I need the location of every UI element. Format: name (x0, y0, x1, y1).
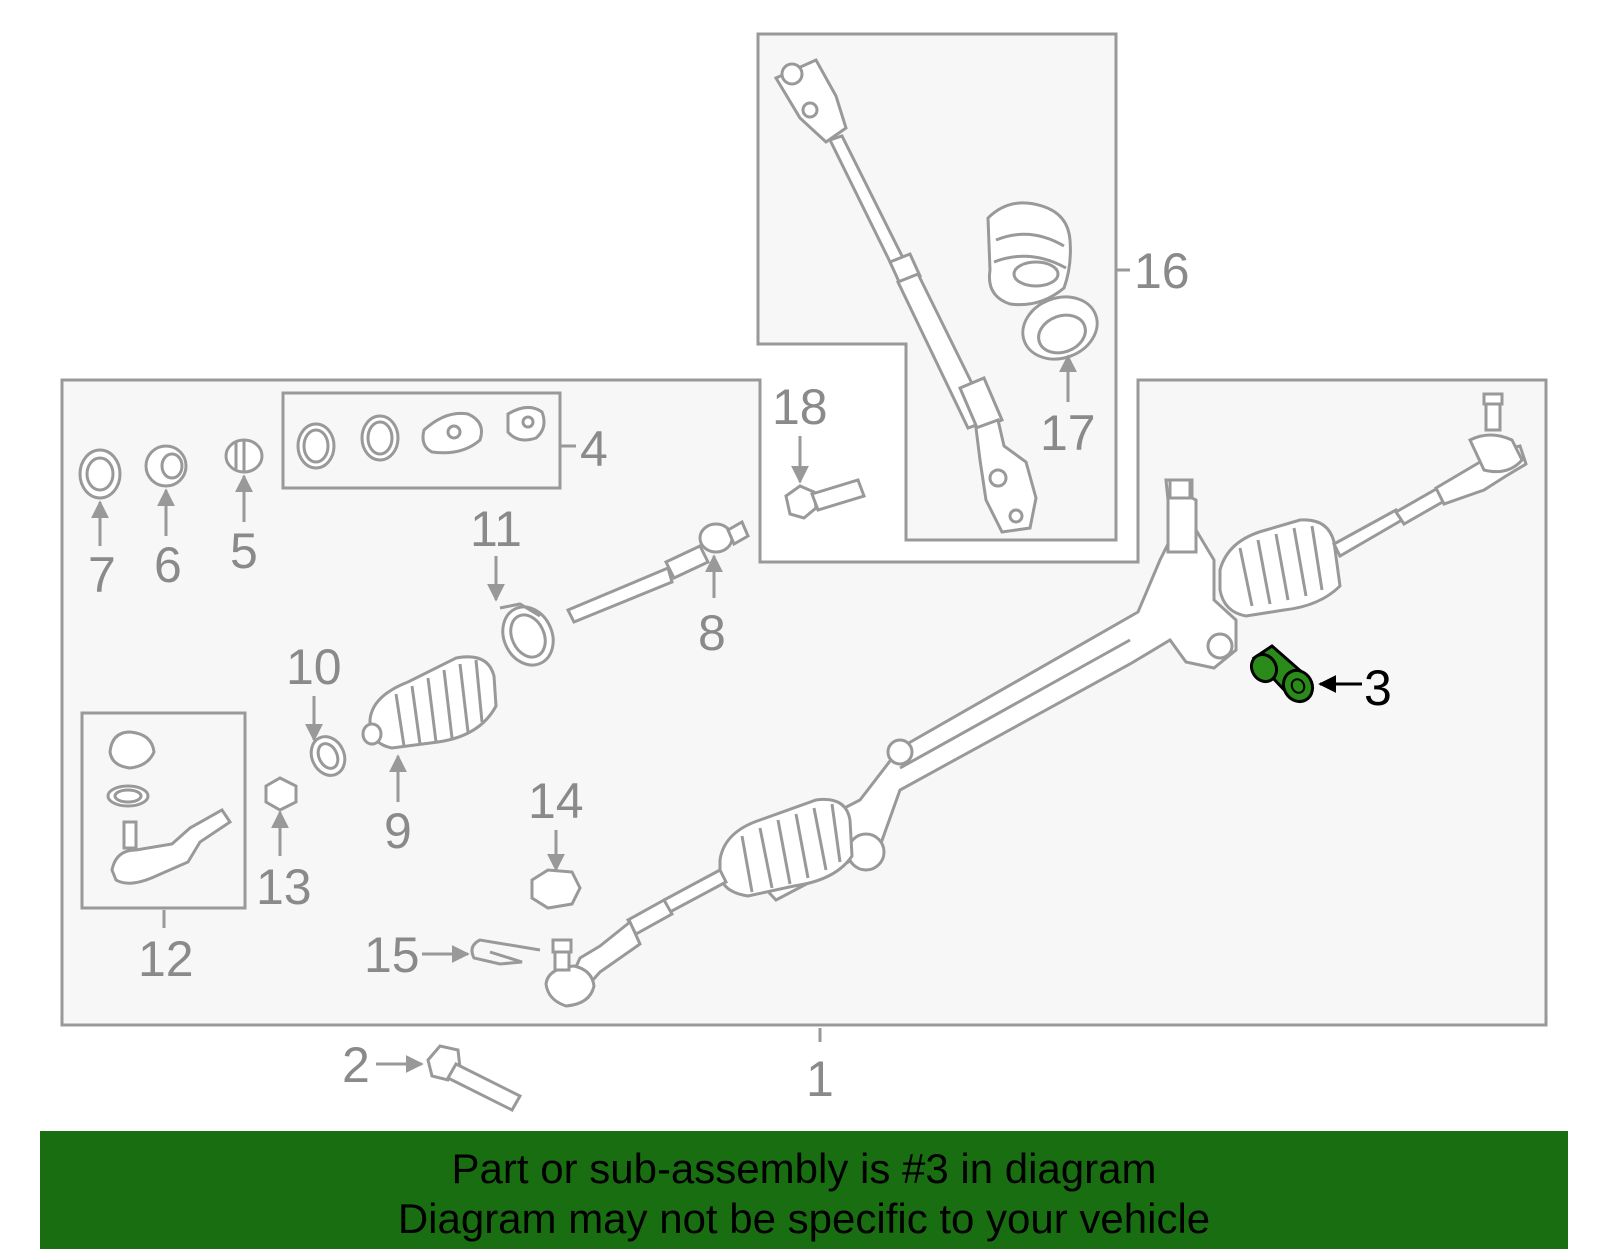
leader-lines (91, 268, 1362, 1073)
left-tie-rod (544, 867, 728, 1008)
right-tie-rod (1332, 392, 1528, 559)
seal-kit-parts (296, 406, 546, 470)
rack-boot-9 (361, 655, 498, 750)
pinch-bolt (784, 478, 866, 520)
callout-8: 8 (698, 605, 726, 661)
bushing-5 (224, 438, 264, 474)
callout-10: 10 (286, 639, 342, 695)
mounting-bushing-highlighted (1249, 644, 1315, 704)
left-rack-boot (718, 797, 854, 898)
callout-18: 18 (772, 379, 828, 435)
column-boot (986, 201, 1072, 307)
tie-rod-end-box (80, 711, 247, 910)
lock-nut (530, 868, 582, 910)
callout-3: 3 (1364, 660, 1392, 716)
inner-tie-rod (565, 519, 750, 624)
banner-disclaimer-line: Diagram may not be specific to your vehi… (397, 1195, 1211, 1242)
banner-part-line: Part or sub-assembly is #3 in diagram (451, 1145, 1157, 1192)
callout-7: 7 (88, 547, 116, 603)
callout-6: 6 (154, 537, 182, 593)
cotter-clip (470, 938, 541, 966)
callout-4: 4 (580, 421, 608, 477)
callout-1: 1 (806, 1051, 834, 1107)
boot-clamp (499, 602, 555, 667)
callout-13: 13 (256, 859, 312, 915)
mounting-bolt (426, 1044, 523, 1112)
bushing-6 (144, 444, 188, 488)
callout-2: 2 (342, 1037, 370, 1093)
callout-14: 14 (528, 773, 584, 829)
callout-5: 5 (230, 523, 258, 579)
callout-11: 11 (470, 501, 522, 557)
steering-rack-housing (737, 478, 1238, 902)
callout-17: 17 (1040, 405, 1096, 461)
callout-9: 9 (384, 803, 412, 859)
callout-12: 12 (138, 931, 194, 987)
column-seal (1021, 295, 1099, 361)
intermediate-shaft (773, 58, 1038, 534)
info-banner: Part or sub-assembly is #3 in diagram Di… (40, 1131, 1568, 1249)
hex-nut (264, 776, 298, 812)
right-rack-boot (1218, 518, 1342, 618)
callout-15: 15 (364, 927, 420, 983)
callout-16: 16 (1134, 243, 1190, 299)
tie-rod-end-kit (106, 730, 233, 885)
seal-7 (78, 448, 122, 500)
